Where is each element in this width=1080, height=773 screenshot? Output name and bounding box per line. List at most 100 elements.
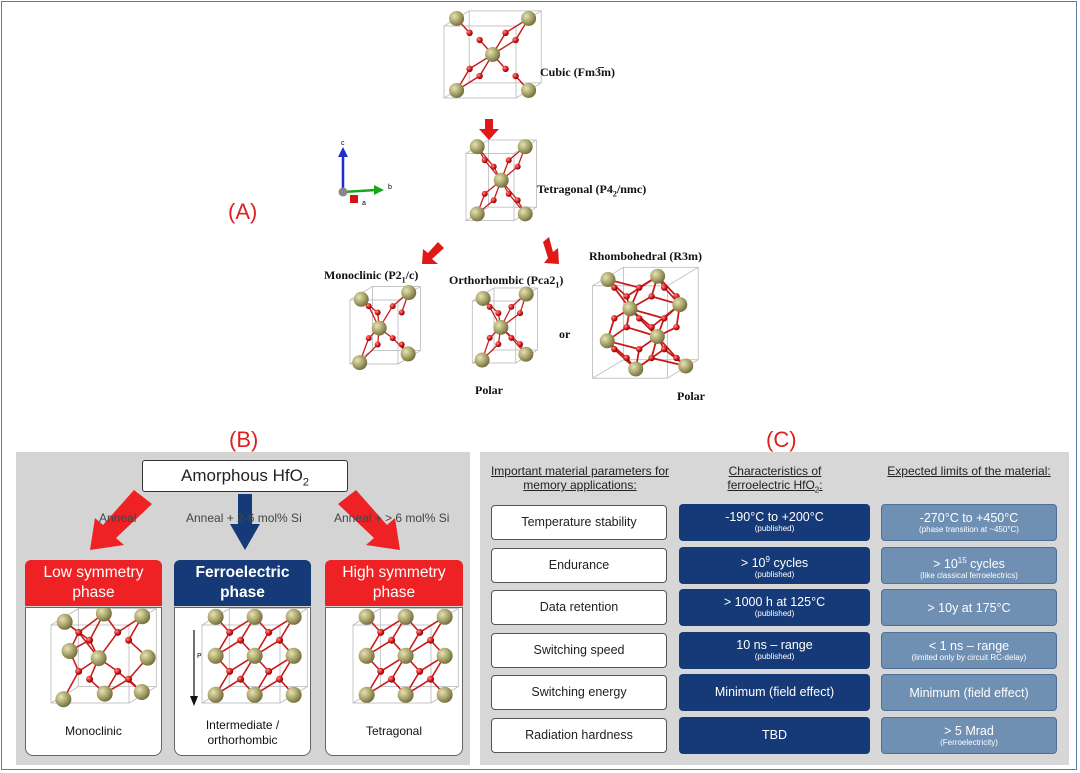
oxygen-atom (486, 303, 493, 310)
hafnium-atom (628, 361, 644, 377)
arrow-anneal-left (90, 490, 152, 550)
hafnium-atom (401, 285, 417, 301)
oxygen-atom (276, 636, 284, 644)
hafnium-atom (599, 333, 615, 349)
oxygen-atom (502, 65, 509, 73)
anneal-label-left: Anneal (99, 511, 137, 525)
arrow-to-monoclinic (422, 242, 444, 264)
hafnium-atom (96, 685, 113, 702)
char-note: (published) (754, 569, 795, 579)
axis-label-c: c (341, 140, 345, 147)
oxygen-atom (502, 29, 509, 37)
oxygen-atom (427, 675, 435, 683)
axis-triad (338, 147, 384, 203)
oxygen-atom (365, 303, 372, 310)
oxygen-atom (416, 667, 424, 675)
hafnium-atom (285, 647, 302, 664)
oxygen-atom (377, 667, 385, 675)
char-value: > 109 cycles (740, 554, 809, 570)
oxygen-atom (481, 190, 488, 197)
hafnium-atom (521, 10, 537, 26)
oxygen-atom (427, 636, 435, 644)
hafnium-atom (55, 691, 72, 708)
oxygen-atom (660, 284, 668, 291)
limit-note: (like classical ferroelectrics) (920, 570, 1018, 580)
hafnium-atom (397, 647, 414, 664)
oxygen-atom (490, 197, 497, 204)
oxygen-atom (237, 675, 245, 683)
oxygen-atom (125, 675, 133, 683)
hafnium-atom (600, 272, 616, 288)
monoclinic-structure (50, 608, 157, 708)
oxygen-atom (237, 636, 245, 644)
hafnium-atom (672, 297, 688, 313)
anneal-label-right: Anneal + > 6 mol% Si (334, 511, 450, 525)
oxygen-atom (636, 284, 643, 291)
hafnium-atom (436, 608, 453, 625)
hafnium-atom (95, 608, 112, 622)
oxygen-atom (512, 36, 519, 44)
oxygen-atom (623, 323, 630, 331)
limit-cell: -270°C to +450°C(phase transition at ~45… (881, 504, 1057, 541)
label-monoclinic: Monoclinic (P21/c) (324, 268, 419, 285)
arrow-cubic-to-tetragonal (479, 119, 499, 140)
char-note: (published) (754, 609, 795, 619)
hafnium-atom (246, 647, 263, 664)
axis-label-a: a (362, 200, 366, 207)
hafnium-atom (358, 608, 375, 625)
hafnium-atom (133, 684, 150, 701)
oxygen-atom (416, 628, 424, 636)
oxygen-atom (226, 628, 234, 636)
label-polar-orthorhombic: Polar (475, 383, 503, 397)
oxygen-atom (86, 636, 94, 644)
hafnium-atom (436, 686, 453, 703)
hafnium-atom (397, 608, 414, 625)
oxygen-atom (365, 335, 372, 342)
hafnium-atom (56, 613, 73, 630)
hafnium-atom (678, 358, 694, 374)
label-orthorhombic: Orthorhombic (Pca21) (449, 273, 564, 290)
limit-cell: > 10y at 175°C (881, 589, 1057, 627)
hafnium-atom (134, 608, 151, 625)
oxygen-atom (660, 315, 668, 322)
caption-tetragonal: Tetragonal (365, 724, 423, 738)
oxygen-atom (495, 341, 502, 348)
oxygen-atom (508, 303, 515, 310)
oxygen-atom (495, 310, 502, 317)
oxygen-atom (226, 667, 234, 675)
crystal-structures-svg (338, 10, 699, 379)
oxygen-atom (486, 334, 493, 341)
oxygen-atom (505, 190, 512, 197)
hafnium-atom (649, 328, 665, 344)
characteristic-cell: Minimum (field effect) (679, 674, 870, 712)
limit-value: -270°C to +450°C (919, 511, 1019, 525)
hafnium-atom (397, 686, 414, 703)
orthorhombic-structure (471, 286, 538, 368)
hafnium-atom (90, 650, 107, 667)
caption-monoclinic: Monoclinic (65, 724, 122, 738)
hafnium-atom (352, 355, 368, 371)
hafnium-atom (61, 642, 78, 659)
hafnium-atom (469, 139, 485, 155)
oxygen-atom (476, 72, 483, 80)
char-note: (published) (754, 524, 795, 533)
hafnium-atom (358, 647, 375, 664)
oxygen-atom (623, 354, 630, 362)
phase-box-tetragonal: Tetragonal (325, 607, 463, 756)
oxygen-atom (514, 163, 521, 170)
oxygen-atom (466, 29, 473, 37)
hafnium-atom (207, 686, 224, 703)
hafnium-atom (474, 352, 490, 368)
oxygen-atom (374, 309, 381, 316)
oxygen-atom (512, 72, 519, 80)
hafnium-atom (449, 82, 465, 98)
oxygen-atom (389, 335, 396, 342)
rhombohedral-structure (592, 266, 699, 379)
anneal-arrows (90, 490, 400, 550)
polarization-label: P (197, 653, 202, 660)
polarization-arrow (190, 630, 198, 706)
row-label: Radiation hardness (491, 718, 667, 753)
oxygen-atom (648, 293, 655, 300)
oxygen-atom (611, 315, 618, 322)
characteristic-cell: 10 ns – range(published) (679, 631, 870, 669)
